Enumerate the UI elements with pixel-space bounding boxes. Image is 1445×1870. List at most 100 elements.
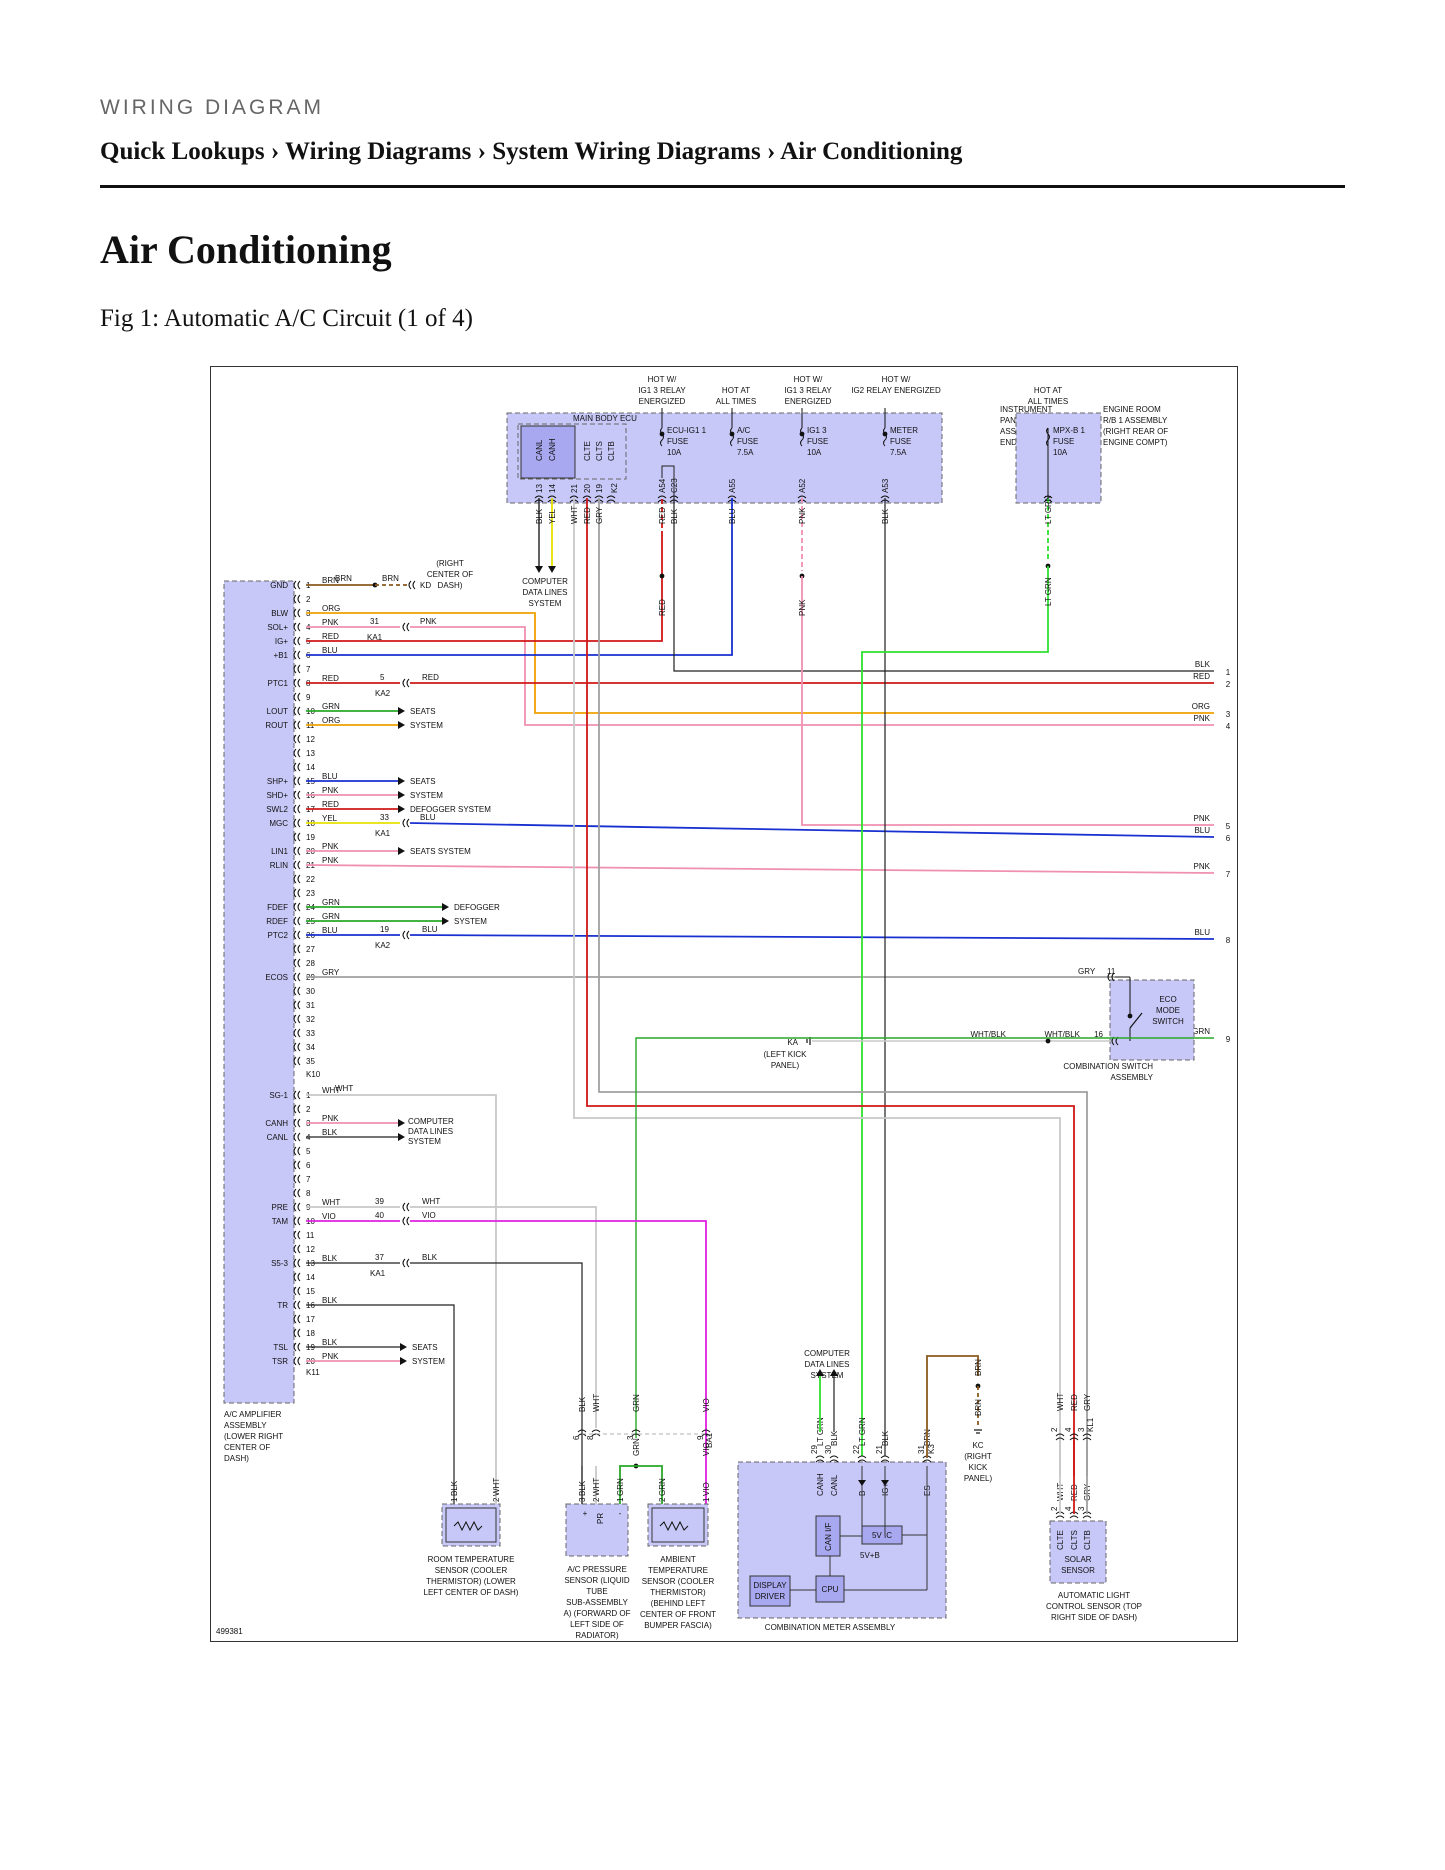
amp-pin-connector-icon (293, 1230, 301, 1240)
amp-pin-connector-icon (293, 1300, 301, 1310)
wire-color-label: PNK (420, 617, 437, 626)
wire-color-label: BRN (382, 574, 399, 583)
solar-pin-connector-icon (1082, 1433, 1092, 1441)
off-page-wire-color: GRN (1192, 1027, 1210, 1036)
ac-pressure-sensor-label: RADIATOR) (575, 1631, 619, 1640)
inline-connector-num: 5 (380, 673, 385, 682)
system-ref-label: COMPUTER (408, 1117, 454, 1126)
amp-pin-connector-icon (293, 888, 301, 898)
header-rule (100, 185, 1345, 188)
eco-switch-name: MODE (1156, 1006, 1180, 1015)
wire-color-label: LT GRN (1044, 577, 1053, 606)
arrow-icon (400, 1343, 407, 1351)
amp-pin-connector-icon (293, 944, 301, 954)
amp-pin-name: TSR (272, 1357, 288, 1366)
breadcrumb-item-quick-lookups[interactable]: Quick Lookups (100, 138, 265, 165)
wire-color-label: BLK (535, 508, 544, 524)
wire-a52-pnk (801, 576, 1214, 826)
system-ref-label: SYSTEM (408, 1137, 441, 1146)
press-pin-label: + (583, 1509, 588, 1518)
wire-color-label: WHT (422, 1197, 440, 1206)
amp-pin-connector-icon (293, 1286, 301, 1296)
solar-sensor-label: CONTROL SENSOR (TOP (1046, 1602, 1142, 1611)
arrow-icon (400, 1357, 407, 1365)
amp-pin-number: 14 (306, 763, 315, 772)
thermistor-icon (659, 1520, 689, 1532)
fuse-connector-label: A55 (728, 478, 737, 493)
amp-pin-wire-color: PNK (322, 1352, 339, 1361)
wire-color-label: RED (658, 599, 667, 616)
amp-connector-label: K11 (306, 1368, 320, 1377)
amp-pin-connector-icon (293, 1328, 301, 1338)
inline-connector-icon (402, 930, 410, 940)
meter-block-label: CPU (822, 1585, 839, 1594)
meter-block-label: CAN I/F (824, 1522, 833, 1551)
fuse-name: METER (890, 426, 918, 435)
wire-color-label: GRY (595, 506, 604, 524)
solar-pin-number: 3 (1077, 1506, 1086, 1511)
breadcrumb-separator: › (760, 138, 781, 165)
wire-pre-wht (410, 1206, 597, 1428)
breadcrumb: Quick Lookups › Wiring Diagrams › System… (100, 138, 962, 166)
arrow-icon (442, 917, 449, 925)
wire-ambient-grn (635, 1037, 1214, 1438)
wire-color-label: VIO (702, 1398, 711, 1412)
wire-color-label: WHT (492, 1478, 501, 1496)
wire-color-label: BRN (974, 1399, 983, 1416)
solar-connector-label: KL1 (1086, 1417, 1095, 1432)
can-if-block (815, 1515, 841, 1557)
meter-pin-number: 31 (917, 1445, 926, 1454)
amp-pin-name: GND (270, 581, 288, 590)
arrow-icon (398, 847, 405, 855)
wire-color-label: PNK (798, 507, 807, 524)
sensor-pin-number: 2 (658, 1497, 667, 1502)
diode-icon (858, 1480, 866, 1486)
fuse-terminal-dot (659, 431, 665, 437)
system-ref-label: SEATS (410, 777, 436, 786)
amp-assembly-label: ASSEMBLY (224, 1421, 267, 1430)
sensor-pin-number: 2 (592, 1497, 601, 1502)
amp-pin-number: 19 (306, 833, 315, 842)
breadcrumb-item-wiring-diagrams[interactable]: Wiring Diagrams (285, 138, 472, 165)
amp-pin-number: 2 (306, 595, 311, 604)
off-page-wire-color: PNK (1194, 862, 1211, 871)
bottom-inline-connector-icon (701, 1429, 711, 1437)
engine-room-rb-box (1015, 412, 1102, 504)
page-kicker: WIRING DIAGRAM (100, 96, 324, 119)
amp-pin-connector-icon (293, 650, 301, 660)
mpx-fuse-name: FUSE (1053, 437, 1074, 446)
wire-fuse-link (661, 465, 675, 498)
arrow-icon (548, 566, 556, 573)
splice-dot (1045, 1038, 1051, 1044)
ecu-connector-label: K2 (610, 483, 619, 493)
breadcrumb-item-system-wiring[interactable]: System Wiring Diagrams (492, 138, 761, 165)
wire-color-label: RED (583, 507, 592, 524)
amp-pin-connector-icon (293, 1146, 301, 1156)
engine-rb-label: ENGINE ROOM (1103, 405, 1161, 414)
fuse-name: IG1 3 (807, 426, 827, 435)
solar-pin-connector-icon (1069, 1433, 1079, 1441)
wire-color-label: RED (658, 507, 667, 524)
wire-color-label: BLU (422, 925, 438, 934)
inline-connector-icon (402, 622, 410, 632)
ac-amplifier-box (223, 580, 295, 1404)
system-ref-label: SEATS (412, 1343, 438, 1352)
bottom-inline-num: 6 (572, 1435, 581, 1440)
amp-pin-name: SOL+ (267, 623, 288, 632)
ecu-pin-name: CLTS (595, 441, 604, 461)
hot-label: HOT AT (722, 386, 750, 395)
fuse-icon (1046, 427, 1050, 447)
wire-ecu-clte-wht (573, 498, 1061, 1476)
arrow-icon (442, 903, 449, 911)
off-page-number: 7 (1226, 870, 1231, 879)
amp-pin-connector-icon (293, 1118, 301, 1128)
press-pin-label: - (619, 1509, 622, 1518)
amp-pin-connector-icon (293, 1160, 301, 1170)
press-pin-label: PR (596, 1513, 605, 1524)
inline-connector-num: 31 (370, 617, 379, 626)
hot-label: HOT W/ (648, 375, 678, 384)
amp-pin-number: 28 (306, 959, 315, 968)
fuse-name: FUSE (807, 437, 828, 446)
amp-pin-connector-icon (293, 790, 301, 800)
